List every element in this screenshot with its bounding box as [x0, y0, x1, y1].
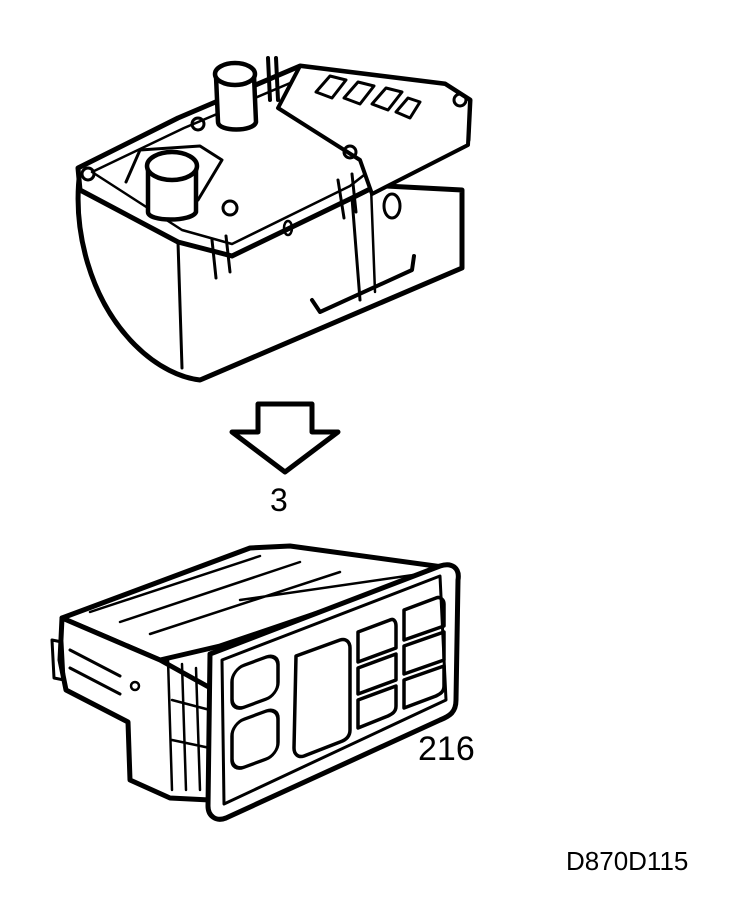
heater-side-hole	[382, 192, 402, 220]
part-number-label: 216	[418, 730, 475, 768]
panel-side-connector	[50, 638, 122, 696]
panel-side-screw	[129, 680, 141, 692]
heater-fin-2	[342, 80, 376, 106]
heater-rod	[266, 56, 280, 102]
heater-fin-3	[370, 86, 404, 112]
panel-top-detail	[88, 554, 422, 636]
heater-screw-3	[221, 199, 239, 217]
heater-control-block	[276, 64, 472, 196]
heater-pipe-rear-top	[212, 60, 258, 88]
control-panel-unit	[50, 543, 461, 822]
heater-pipe-front-top	[144, 149, 200, 183]
heater-clip-1	[210, 234, 232, 280]
panel-button-right-2	[402, 630, 446, 676]
step-number-label: 3	[270, 482, 288, 518]
heater-front-hole	[282, 219, 294, 237]
heater-screw-1	[80, 166, 96, 182]
heater-unit	[75, 56, 473, 383]
panel-button-mid-3	[356, 684, 398, 730]
heater-screw-2	[190, 116, 206, 132]
heater-pipe-front-mount	[124, 144, 224, 202]
figure-reference-label: D870D115	[566, 846, 689, 876]
panel-button-mid-2	[356, 652, 398, 696]
heater-pipe-rear	[213, 73, 259, 132]
panel-display	[292, 637, 352, 759]
panel-button-left-top	[230, 654, 280, 710]
panel-button-right-3	[402, 664, 446, 710]
heater-pipe-front	[145, 165, 199, 222]
down-arrow-icon	[229, 401, 341, 475]
heater-screw-5	[452, 92, 468, 108]
heater-bottom-rail	[310, 254, 416, 314]
panel-rear-detail	[166, 658, 212, 792]
panel-front-bezel-inner	[220, 574, 448, 806]
heater-fin-1	[314, 74, 348, 100]
heater-fin-4	[394, 96, 422, 120]
panel-button-left-bottom	[230, 708, 280, 770]
heater-housing-divider	[350, 196, 362, 302]
heater-front-seam	[176, 240, 184, 370]
heater-screw-4	[342, 144, 358, 160]
panel-button-mid-1	[356, 617, 398, 664]
heater-clip-2	[336, 172, 358, 220]
panel-button-right-1	[402, 595, 446, 642]
